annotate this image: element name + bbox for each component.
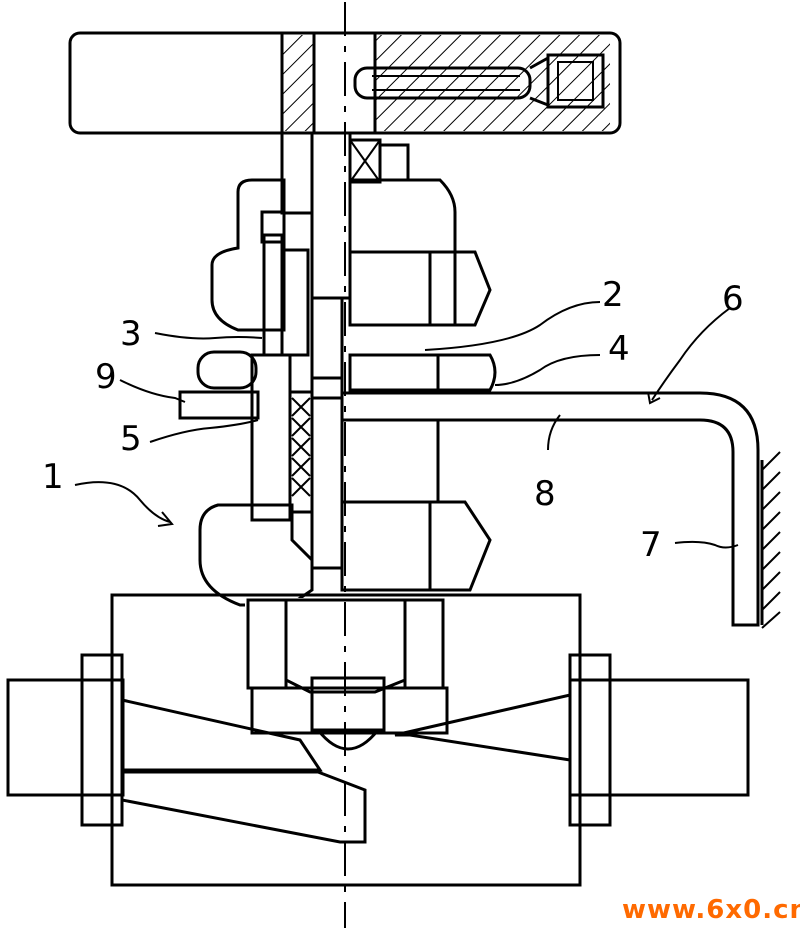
callout-7: 7 — [640, 525, 662, 565]
stem-middle — [310, 296, 344, 570]
callout-6: 6 — [722, 279, 744, 319]
pipe-right — [568, 678, 750, 797]
valve-body — [80, 593, 612, 887]
tube-part-6 — [342, 391, 760, 627]
washer-part-4 — [196, 350, 497, 392]
leader-lines — [74, 301, 739, 549]
handwheel — [68, 31, 622, 135]
callout-1: 1 — [42, 457, 64, 497]
upper-hex-nut — [348, 178, 492, 327]
callout-8: 8 — [534, 474, 556, 514]
lower-hex-nut — [340, 418, 492, 592]
callout-9: 9 — [95, 357, 117, 397]
watermark: www.6x0.cn — [622, 895, 800, 925]
callout-5: 5 — [120, 419, 142, 459]
callout-2: 2 — [602, 275, 624, 315]
callout-4: 4 — [608, 329, 630, 369]
wall-support — [760, 451, 781, 629]
bonnet — [250, 353, 314, 522]
bracket-plate-part-9 — [178, 390, 260, 420]
pipe-left — [6, 678, 125, 797]
callout-3: 3 — [120, 314, 142, 354]
packing-nut — [210, 178, 310, 357]
